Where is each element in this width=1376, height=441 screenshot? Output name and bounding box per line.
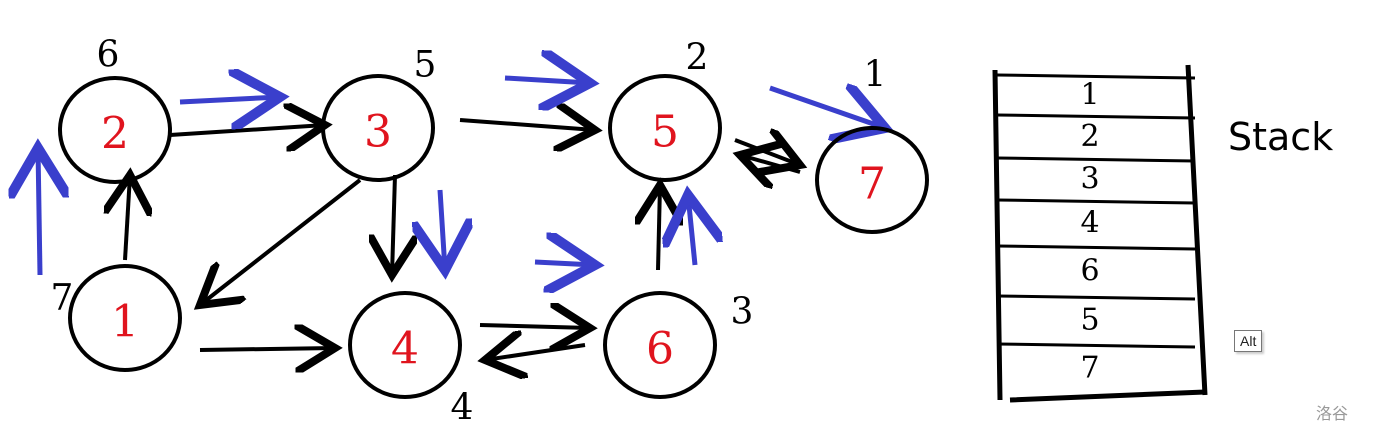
node-order-label: 3 <box>731 292 754 333</box>
stack-title: Stack <box>1228 115 1333 159</box>
node-order-label: 4 <box>451 388 474 429</box>
stack-item: 6 <box>1080 254 1099 289</box>
node-6: 63 <box>603 291 754 399</box>
stack-item: 2 <box>1080 119 1099 154</box>
dfs-arrow-6-to-5 <box>688 195 695 266</box>
stack-divider <box>996 73 1196 80</box>
node-circle <box>58 76 172 184</box>
node-order-label: 6 <box>97 35 120 76</box>
dfs-arrow-3-to-4 <box>440 189 445 270</box>
edge-4-to-6 <box>479 325 590 328</box>
node-circle <box>68 264 182 372</box>
node-2: 26 <box>58 35 172 184</box>
edge-7-to-5 <box>740 155 801 172</box>
node-5: 52 <box>608 38 722 182</box>
node-label: 4 <box>391 324 419 375</box>
edge-1-to-2 <box>125 175 130 261</box>
stack-divider <box>996 244 1196 251</box>
node-circle <box>321 74 435 182</box>
stack-item: 7 <box>1080 351 1099 386</box>
dfs-arrow-5-to-7 <box>769 88 885 128</box>
stack-item: 5 <box>1080 303 1099 338</box>
node-circle <box>815 126 929 234</box>
stack-diagram: 1 2 3 4 6 5 7 <box>992 64 1208 403</box>
node-label: 6 <box>646 324 674 375</box>
node-label: 5 <box>651 107 679 158</box>
node-1: 17 <box>51 264 182 372</box>
edge-6-to-4 <box>485 345 586 360</box>
edge-3-to-5 <box>459 120 595 130</box>
node-label: 7 <box>858 159 886 210</box>
stack-item: 4 <box>1080 206 1099 241</box>
edge-3-to-4 <box>392 174 395 275</box>
dfs-arrow-1-to-2 <box>38 148 40 276</box>
dfs-arrow-4-to-6 <box>534 262 595 265</box>
node-order-label: 7 <box>51 278 74 319</box>
node-order-label: 5 <box>414 45 437 86</box>
dfs-arrow-2-to-3 <box>179 97 280 102</box>
node-4: 44 <box>348 291 474 429</box>
node-label: 2 <box>101 109 129 160</box>
edge-1-to-4 <box>199 348 335 350</box>
edge-3-to-1 <box>200 178 362 305</box>
node-circle <box>603 291 717 399</box>
node-label: 1 <box>111 297 139 348</box>
node-7: 71 <box>815 55 929 234</box>
node-order-label: 2 <box>686 38 709 79</box>
dfs-arrow-3-to-5 <box>504 78 590 83</box>
stack-divider <box>996 156 1196 163</box>
alt-tooltip: Alt <box>1234 330 1263 352</box>
edge-2-to-3 <box>169 125 325 135</box>
node-circle <box>608 74 722 182</box>
node-label: 3 <box>364 107 392 158</box>
stack-divider <box>996 198 1196 205</box>
stack-divider <box>996 342 1196 349</box>
node-3: 35 <box>321 45 437 182</box>
stack-divider <box>996 113 1196 120</box>
stack-item: 1 <box>1080 78 1099 113</box>
edge-6-to-5 <box>658 185 660 271</box>
stack-divider <box>996 294 1196 301</box>
watermark: 洛谷 <box>1316 404 1349 423</box>
node-order-label: 1 <box>864 55 887 96</box>
stack-item: 3 <box>1080 162 1099 197</box>
node-circle <box>348 291 462 399</box>
